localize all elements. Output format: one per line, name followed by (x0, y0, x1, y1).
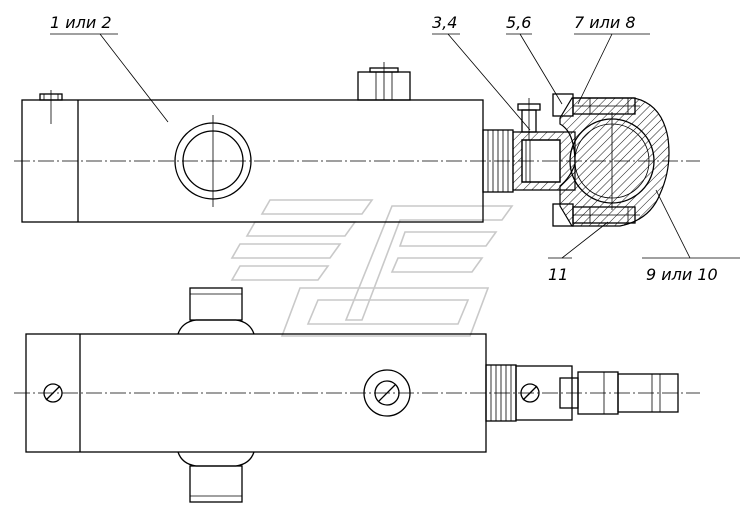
leader-lines (50, 33, 740, 259)
top-clamp-housing (559, 97, 670, 227)
label-part-3-4: 3,4 (432, 13, 457, 32)
top-clamp-bolt-upper (552, 93, 640, 117)
label-part-11: 11 (548, 265, 568, 284)
label-part-1-2: 1 или 2 (50, 13, 112, 32)
top-clamp-bolt-lower (552, 203, 640, 227)
bottom-lower-port (177, 451, 255, 503)
bottom-rod-end (515, 365, 679, 421)
label-part-7-8: 7 или 8 (574, 13, 636, 32)
label-part-5-6: 5,6 (506, 13, 531, 32)
bottom-view (14, 287, 700, 503)
top-view (14, 62, 700, 227)
bottom-upper-port (177, 287, 255, 335)
top-rod-nut (482, 129, 514, 193)
top-side-port (174, 115, 252, 207)
bottom-left-screw (43, 383, 63, 403)
label-part-9-10: 9 или 10 (646, 265, 718, 284)
watermark-logo (230, 199, 514, 337)
bottom-rod-nut (485, 364, 517, 422)
top-left-plug (39, 90, 63, 124)
top-port-boss (357, 62, 411, 101)
bottom-right-screw (363, 369, 411, 417)
